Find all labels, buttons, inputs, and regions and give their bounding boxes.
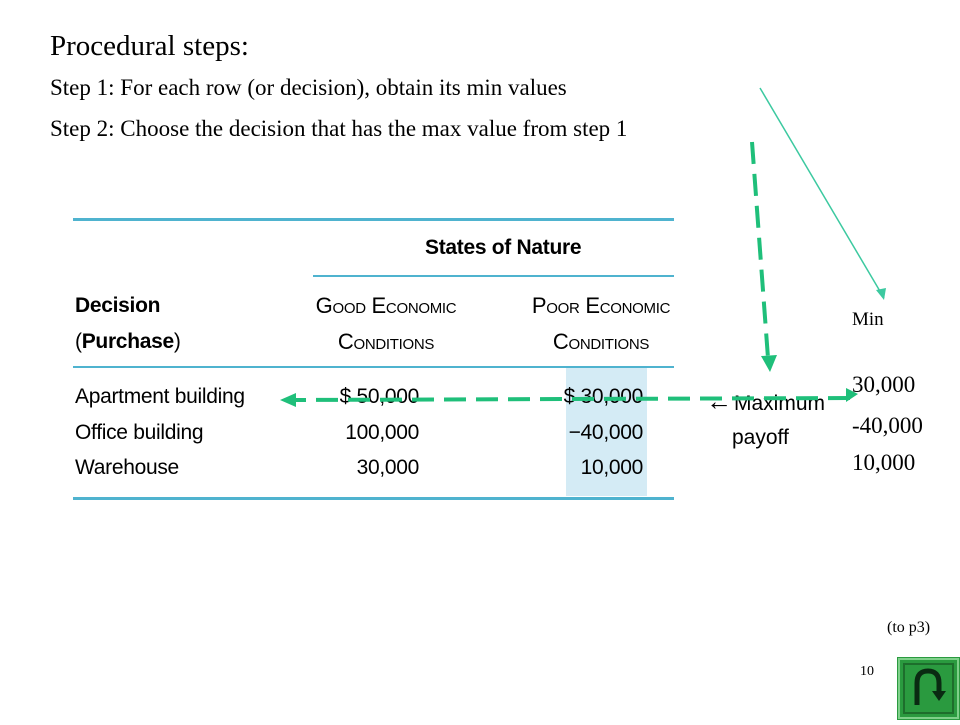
step2-to-max-arrowhead bbox=[761, 355, 777, 372]
row-label-apartment: Apartment building bbox=[75, 385, 245, 408]
table-bottom-rule bbox=[73, 497, 674, 500]
step-1-text: Step 1: For each row (or decision), obta… bbox=[50, 75, 567, 100]
poor-value-office: −40,000 bbox=[568, 421, 644, 444]
good-conditions-header-line2: Conditions bbox=[337, 329, 435, 354]
to-page-3-link[interactable]: (to p3) bbox=[887, 619, 931, 636]
maximum-payoff-label: ←Maximum payoff bbox=[706, 386, 826, 449]
good-value-warehouse: 30,000 bbox=[356, 456, 420, 479]
poor-conditions-header-line2: Conditions bbox=[552, 329, 650, 354]
slide-title: Procedural steps: bbox=[50, 30, 249, 62]
row-label-warehouse: Warehouse bbox=[75, 456, 179, 479]
row-label-office: Office building bbox=[75, 421, 204, 444]
step1-to-min-arrow bbox=[759, 87, 885, 299]
page-number: 10 bbox=[860, 664, 874, 679]
good-value-office: 100,000 bbox=[345, 421, 419, 444]
min-value-office: -40,000 bbox=[852, 413, 923, 438]
left-arrow-icon: ← bbox=[706, 386, 732, 416]
step-2-text: Step 2: Choose the decision that has the… bbox=[50, 116, 628, 141]
step1-to-min-arrowhead bbox=[876, 288, 886, 300]
states-header-rule bbox=[313, 275, 674, 277]
row-selection-arrow bbox=[295, 396, 851, 402]
return-button[interactable] bbox=[897, 657, 960, 720]
min-column-header: Min bbox=[852, 309, 884, 330]
table-header-rule bbox=[73, 366, 674, 368]
step2-to-max-arrow bbox=[750, 141, 770, 359]
min-value-arrowhead bbox=[846, 388, 858, 402]
min-value-apartment: 30,000 bbox=[852, 372, 916, 397]
states-of-nature-header: States of Nature bbox=[425, 236, 582, 259]
payoff-table: States of Nature Decision (Purchase) Goo… bbox=[73, 218, 674, 500]
row-selection-arrowhead bbox=[280, 393, 296, 407]
poor-conditions-header-line1: Poor Economic bbox=[531, 293, 671, 318]
purchase-header: (Purchase) bbox=[75, 330, 181, 353]
min-value-warehouse: 10,000 bbox=[852, 450, 916, 475]
poor-value-apartment: $ 30,000 bbox=[563, 385, 644, 408]
u-turn-return-icon bbox=[897, 657, 960, 720]
poor-value-warehouse: 10,000 bbox=[580, 456, 644, 479]
highlighted-poor-column bbox=[566, 368, 647, 496]
decision-header: Decision bbox=[75, 294, 161, 317]
good-conditions-header-line1: Good Economic bbox=[315, 293, 457, 318]
good-value-apartment: $ 50,000 bbox=[339, 385, 420, 408]
table-top-rule bbox=[73, 218, 674, 221]
